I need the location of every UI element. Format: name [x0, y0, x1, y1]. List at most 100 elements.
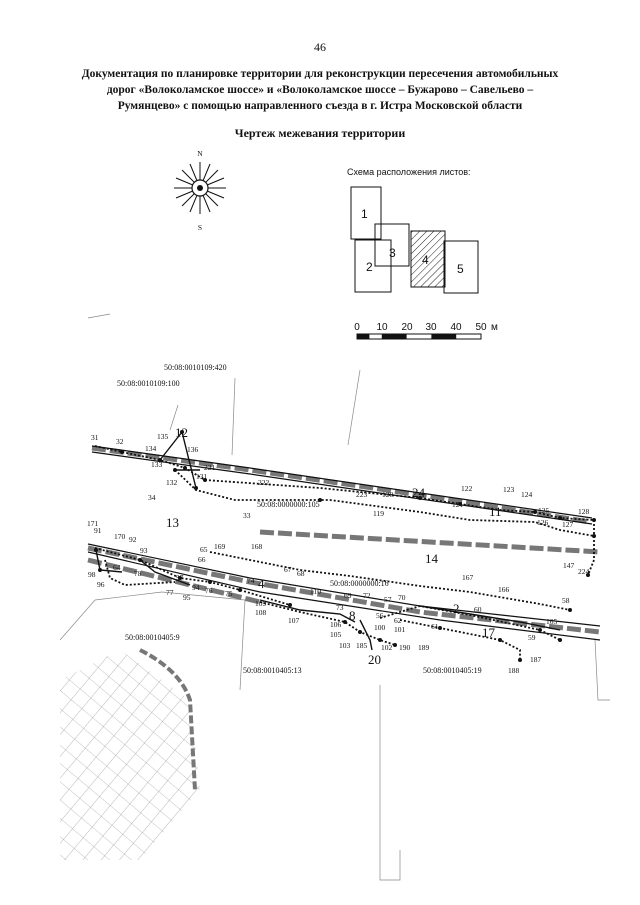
- compass-rose: N S: [174, 149, 226, 232]
- document-title-line: Документация по планировке территории дл…: [81, 68, 559, 80]
- cadastral-number: 50:08:0010109:420: [164, 363, 227, 372]
- scale-tick-label: 20: [401, 322, 413, 333]
- point-label: 95: [183, 593, 191, 602]
- point-label: 92: [129, 535, 137, 544]
- point-label: 224: [578, 567, 590, 576]
- document-title-line: Румянцево» с помощью направленного съезд…: [117, 100, 523, 112]
- point-label: 120: [382, 490, 394, 499]
- point-label: 165: [546, 617, 558, 626]
- point-label: 131: [196, 472, 208, 481]
- point-label: 132: [166, 478, 178, 487]
- zone-number: 13: [166, 515, 179, 530]
- point-label: 133: [151, 460, 163, 469]
- point-label: 119: [373, 509, 384, 518]
- point-label: 67: [284, 565, 292, 574]
- point-label: 168: [251, 542, 263, 551]
- point-label: 166: [498, 585, 510, 594]
- boundary-band: [139, 648, 197, 791]
- map-background-lines: [59, 313, 610, 881]
- point-label: 60: [474, 605, 482, 614]
- point-label: 188: [508, 666, 520, 675]
- point-label: 78: [134, 569, 142, 578]
- point-label: 167: [462, 573, 474, 582]
- scale-bar: 0 10 20 30 40 50 м: [354, 322, 498, 340]
- sheet-label: 3: [389, 246, 396, 260]
- cadastral-number: 50:08:0010405:13: [243, 666, 302, 675]
- point-label: 136: [187, 445, 199, 454]
- point-label: 125: [538, 506, 550, 515]
- scale-tick-label: 50: [475, 322, 487, 333]
- parcel-edges: [95, 430, 561, 651]
- point-label: 102: [381, 643, 393, 652]
- point-label: 76: [205, 586, 213, 595]
- point-label: 59: [528, 633, 536, 642]
- point-label: 170: [114, 532, 126, 541]
- point-label: 127: [562, 520, 574, 529]
- cadastral-labels: 50:08:0010109:420 50:08:0010109:100 50:0…: [117, 363, 482, 675]
- point-label: 147: [563, 561, 575, 570]
- point-label: 66: [198, 555, 206, 564]
- point-label: 61: [431, 622, 439, 631]
- point-label: 73: [336, 603, 344, 612]
- built-up-area: [60, 650, 200, 860]
- cadastral-number: 50:08:0010109:100: [117, 379, 180, 388]
- road-lines-lower: [87, 543, 601, 641]
- scale-tick-label: 10: [376, 322, 388, 333]
- point-label: 98: [88, 570, 96, 579]
- point-label: 124: [521, 490, 533, 499]
- scale-tick-label: 40: [450, 322, 462, 333]
- zone-number: 20: [368, 652, 381, 667]
- point-label: 91: [94, 526, 102, 535]
- cadastral-number: 50:08:0000000:16: [330, 579, 389, 588]
- cadastral-number: 50:08:0010405:19: [423, 666, 482, 675]
- point-label: 123: [503, 485, 515, 494]
- compass-north-label: N: [197, 149, 203, 158]
- point-label: 101: [394, 625, 406, 634]
- zone-number: 2: [453, 601, 460, 616]
- zone-number: 4: [258, 576, 265, 591]
- zone-number: 24: [412, 485, 426, 500]
- point-label: 72: [363, 591, 371, 600]
- vertex-points: [94, 430, 596, 662]
- point-label: 56: [376, 611, 384, 620]
- point-label: 135: [157, 432, 169, 441]
- point-label: 122: [461, 484, 473, 493]
- sheet-scheme-caption: Схема расположения листов:: [347, 167, 471, 177]
- point-label: 128: [578, 507, 590, 516]
- road-band-lower: [87, 545, 601, 635]
- document-title: Документация по планировке территории дл…: [70, 66, 570, 114]
- cadastral-number: 50:08:0010405:9: [125, 633, 180, 642]
- point-label: 34: [148, 493, 156, 502]
- point-label: 171: [87, 519, 99, 528]
- point-label: 68: [297, 569, 305, 578]
- sheet-label: 1: [361, 207, 368, 221]
- document-title-line: дорог «Волоколамское шоссе» и «Волоколам…: [106, 84, 534, 96]
- point-label: 70: [398, 593, 406, 602]
- point-label: 33: [243, 511, 251, 520]
- point-label: 93: [140, 546, 148, 555]
- zone-number: 11: [489, 504, 502, 519]
- point-label: 108: [255, 608, 267, 617]
- zone-numbers: 12 13 24 11 14 4 8 2 17 20: [166, 425, 502, 667]
- point-label: 169: [214, 542, 226, 551]
- point-label: 187: [530, 655, 542, 664]
- point-label: 58: [562, 596, 570, 605]
- drawing-title: Чертеж межевания территории: [234, 126, 406, 140]
- point-label: 121: [452, 500, 464, 509]
- scale-unit-label: м: [491, 322, 498, 333]
- cadastral-number: 50:08:0000000:105: [257, 500, 320, 509]
- point-label: 189: [418, 643, 430, 652]
- point-label: 97: [176, 573, 184, 582]
- compass-south-label: S: [198, 223, 202, 232]
- point-label: 222: [258, 478, 270, 487]
- point-label: 64: [113, 563, 121, 572]
- zone-number: 8: [349, 608, 356, 623]
- point-label: 223: [356, 490, 368, 499]
- point-label: 106: [330, 620, 342, 629]
- road-band-upper: [91, 445, 601, 555]
- sheet-label-highlighted: 4: [422, 253, 429, 267]
- point-label: 110: [310, 587, 321, 596]
- point-label: 134: [145, 444, 157, 453]
- point-label: 221: [204, 463, 216, 472]
- zone-number: 17: [482, 625, 496, 640]
